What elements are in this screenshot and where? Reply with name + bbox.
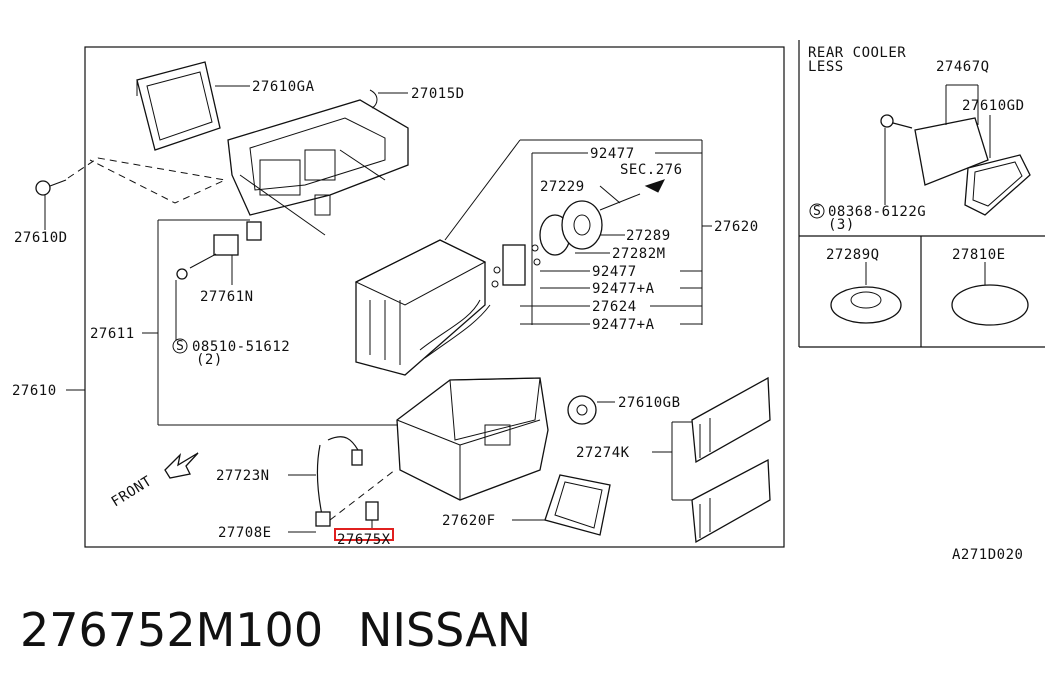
label-sec276: SEC.276 (620, 162, 683, 178)
inset-bracket-drawing: S (809, 84, 1031, 219)
connector-27761n-drawing (176, 221, 262, 280)
front-arrow-icon (164, 452, 199, 479)
label-27289: 27289 (626, 228, 671, 244)
label-27467q: 27467Q (936, 59, 990, 75)
filter-frame-27610ga-drawing (136, 61, 221, 151)
filters-27274k-drawing (691, 376, 771, 544)
svg-text:S: S (176, 339, 184, 354)
expansion-valve-drawing (491, 244, 541, 288)
upper-housing-drawing (227, 89, 409, 236)
label-27229: 27229 (540, 179, 585, 195)
footer-part-number: 276752M100 (20, 603, 323, 657)
clip-27675x-drawing (365, 501, 379, 521)
label-27620: 27620 (714, 219, 759, 235)
label-27675x: 27675X (337, 532, 391, 548)
svg-text:S: S (813, 204, 821, 219)
label-08368-6122g: 08368-6122G (828, 204, 926, 220)
label-27610ga: 27610GA (252, 79, 315, 95)
label-92477a-2: 92477+A (592, 317, 655, 333)
clip-leader-dash (329, 469, 396, 521)
label-27015d: 27015D (411, 86, 465, 102)
label-rear-cooler: REAR COOLER (808, 45, 906, 61)
label-08510-qty: (2) (196, 352, 223, 368)
label-27810e: 27810E (952, 247, 1006, 263)
main-frame (84, 46, 785, 548)
label-27610gd: 27610GD (962, 98, 1025, 114)
harness-27723n-drawing (315, 436, 363, 527)
lower-housing-drawing (396, 377, 549, 501)
label-27610gb: 27610GB (618, 395, 681, 411)
inset-grommet-27289q-drawing (830, 262, 902, 324)
footer-brand: NISSAN (358, 603, 531, 657)
label-front: FRONT (109, 473, 155, 510)
frame-27620f-drawing (544, 474, 611, 536)
grommet-27610gb-drawing (567, 395, 597, 425)
screw-27610d-drawing (35, 179, 67, 196)
label-92477-mid: 92477 (592, 264, 637, 280)
screw-leader-dash (67, 157, 227, 204)
label-92477-top: 92477 (590, 146, 635, 162)
label-27611: 27611 (90, 326, 135, 342)
highlight-box (334, 528, 394, 541)
reference-code: A271D020 (952, 547, 1023, 563)
grommet-27289-drawing (539, 179, 665, 256)
inset-cap-27810e-drawing (951, 262, 1029, 326)
evaporator-core-drawing (354, 239, 491, 376)
inset-frame (798, 40, 1045, 348)
label-92477a-1: 92477+A (592, 281, 655, 297)
label-08510-51612: 08510-51612 (192, 339, 290, 355)
leader-lines (44, 85, 712, 533)
label-27610: 27610 (12, 383, 57, 399)
label-27624: 27624 (592, 299, 637, 315)
label-27723n: 27723N (216, 468, 270, 484)
label-27708e: 27708E (218, 525, 272, 541)
label-27761n: 27761N (200, 289, 254, 305)
label-27289q: 27289Q (826, 247, 880, 263)
label-27620f: 27620F (442, 513, 496, 529)
s-circle-icon: S (172, 338, 188, 354)
label-27274k: 27274K (576, 445, 630, 461)
label-less: LESS (808, 59, 844, 75)
label-27282m: 27282M (612, 246, 666, 262)
label-27610d: 27610D (14, 230, 68, 246)
label-08368-qty: (3) (828, 217, 855, 233)
